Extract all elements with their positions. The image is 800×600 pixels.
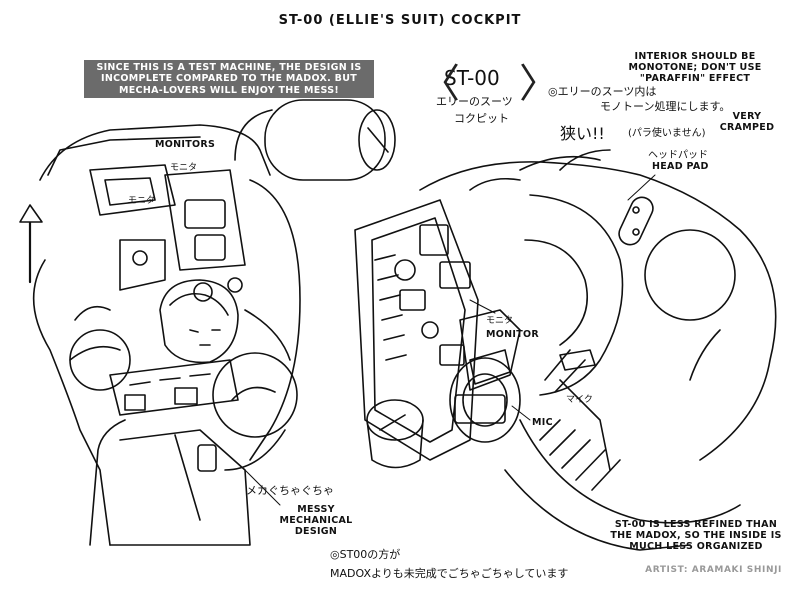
jp-paraffin: (パラ使いません) bbox=[628, 128, 706, 139]
jp-bottom-line2: MADOXよりも未完成でごちゃごちゃしています bbox=[330, 567, 569, 580]
head-pad-label: HEAD PAD bbox=[652, 161, 709, 172]
jp-interior-line1: ◎エリーのスーツ内は bbox=[548, 85, 657, 98]
monitor-label: MONITOR bbox=[486, 329, 539, 340]
jp-bracket-left: 〈 bbox=[420, 61, 460, 107]
interior-note: INTERIOR SHOULD BE MONOTONE; DON'T USE "… bbox=[628, 51, 762, 84]
jp-st00: ST-00 bbox=[444, 66, 500, 90]
test-machine-note: SINCE THIS IS A TEST MACHINE, THE DESIGN… bbox=[84, 60, 374, 99]
mic-label: MIC bbox=[532, 417, 553, 428]
jp-ellie-suit: エリーのスーツ bbox=[436, 95, 513, 108]
jp-bracket-right: 〉 bbox=[519, 61, 559, 107]
jp-monitor-small: モニタ bbox=[128, 196, 156, 206]
left-cockpit-drawing bbox=[19, 99, 396, 546]
jp-bottom-line1: ◎ST00の方が bbox=[330, 548, 401, 561]
right-cockpit-drawing bbox=[354, 149, 777, 551]
page-title: ST-00 (ELLIE'S SUIT) COCKPIT bbox=[278, 13, 522, 28]
jp-cramped: 狭い!! bbox=[560, 124, 605, 143]
jp-monitor-right: モニタ bbox=[486, 316, 514, 326]
jp-messy: メカぐちゃぐちゃ bbox=[246, 484, 334, 497]
jp-mic: マイク bbox=[566, 395, 593, 405]
messy-design-note: MESSY MECHANICAL DESIGN bbox=[279, 504, 353, 537]
jp-cockpit: コクピット bbox=[454, 112, 509, 125]
artist-credit: ARTIST: ARAMAKI SHINJI bbox=[645, 565, 782, 575]
leader-lines bbox=[244, 174, 656, 506]
jp-interior-line2: モノトーン処理にします。 bbox=[600, 100, 731, 113]
less-refined-note: ST-00 IS LESS REFINED THAN THE MADOX, SO… bbox=[610, 519, 782, 552]
cramped-note: VERY CRAMPED bbox=[719, 111, 775, 133]
jp-head-pad: ヘッドパッド bbox=[648, 150, 708, 161]
monitors-label: MONITORS bbox=[155, 139, 216, 150]
jp-monitor-left: モニタ bbox=[170, 163, 198, 173]
